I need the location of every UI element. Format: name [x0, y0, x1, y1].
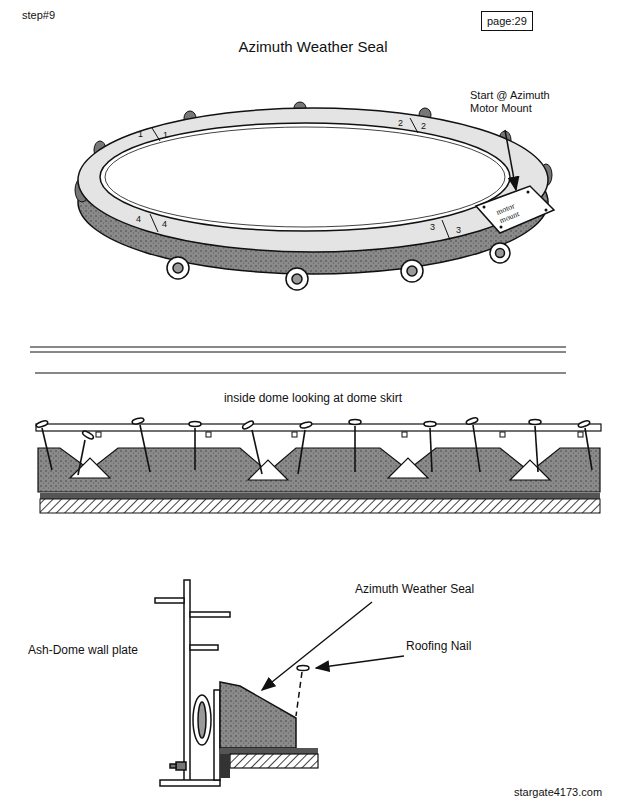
- step-label: step#9: [22, 9, 55, 22]
- view-caption: inside dome looking at dome skirt: [224, 392, 402, 406]
- section-number: 4: [136, 214, 141, 224]
- section-number: 3: [430, 222, 435, 232]
- page-number: page:29: [487, 15, 527, 27]
- section-number: 3: [456, 225, 461, 235]
- section-number: 2: [421, 121, 426, 131]
- part-label: Roofing Nail: [406, 640, 471, 654]
- part-label: Azimuth Weather Seal: [355, 583, 474, 597]
- page-title: Azimuth Weather Seal: [239, 38, 388, 55]
- watermark: stargate4173.com: [514, 786, 602, 799]
- section-number: 1: [163, 130, 168, 140]
- section-number: 4: [162, 219, 167, 229]
- callout-text: Start @ Azimuth Motor Mount: [470, 89, 570, 114]
- page-number-box: page:29: [481, 11, 533, 31]
- part-label: Ash-Dome wall plate: [28, 644, 138, 658]
- section-number: 2: [398, 118, 403, 128]
- section-number: 1: [138, 129, 143, 139]
